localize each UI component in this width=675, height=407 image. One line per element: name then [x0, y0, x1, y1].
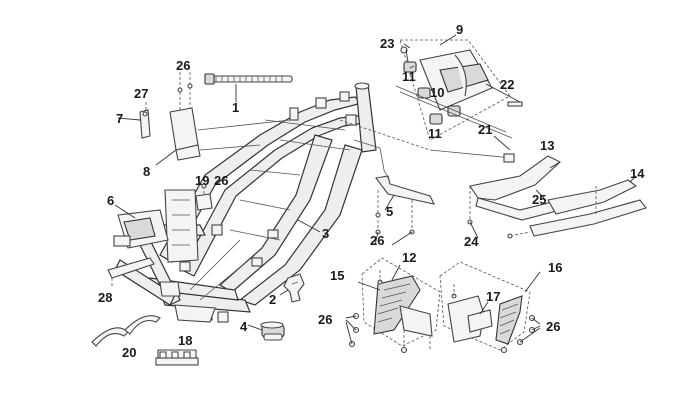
trim-strips: [91, 315, 161, 347]
callout-11-lower: 11: [428, 126, 442, 141]
callout-12: 12: [402, 250, 416, 265]
rear-carrier-bracket: [113, 204, 169, 249]
callout-26-right-footrest: 26: [546, 319, 560, 334]
callout-4: 4: [240, 319, 248, 334]
callout-15: 15: [330, 268, 344, 283]
cable-tie: [204, 73, 293, 102]
callout-28: 28: [98, 290, 112, 305]
callout-13: 13: [540, 138, 554, 153]
callout-3: 3: [322, 226, 329, 241]
callout-7: 7: [116, 111, 123, 126]
callout-2: 2: [269, 292, 276, 307]
callout-24: 24: [464, 234, 479, 249]
callout-22: 22: [500, 77, 514, 92]
callout-26-side: 26: [370, 233, 384, 248]
bracket-19: [195, 183, 213, 211]
grommet: [260, 321, 285, 341]
side-bracket: [353, 139, 436, 235]
callout-1: 1: [232, 100, 239, 115]
footrest-bracket-14: [507, 179, 647, 239]
rear-bar: [107, 257, 155, 288]
callout-14: 14: [630, 166, 645, 181]
upper-bracket-assembly: [139, 72, 291, 161]
engine-hanger-assembly: [339, 39, 523, 163]
callout-26-top: 26: [176, 58, 190, 73]
callout-10: 10: [430, 85, 444, 100]
callout-9: 9: [456, 22, 463, 37]
clip: [283, 273, 305, 303]
footrest-group-right: [439, 261, 536, 354]
callout-17: 17: [486, 289, 500, 304]
wire-clamp: [155, 349, 199, 366]
callout-18: 18: [178, 333, 192, 348]
callout-16: 16: [548, 260, 562, 275]
callout-23: 23: [380, 36, 394, 51]
callout-27: 27: [134, 86, 148, 101]
callout-5: 5: [386, 204, 393, 219]
callout-11-upper: 11: [402, 69, 416, 84]
callout-20: 20: [122, 345, 136, 360]
callout-6: 6: [107, 193, 114, 208]
callout-25: 25: [532, 192, 546, 207]
callout-26-mid: 26: [214, 173, 228, 188]
callout-19: 19: [195, 173, 209, 188]
leader-lines: [117, 34, 637, 345]
callout-26-left-footrest: 26: [318, 312, 332, 327]
callout-21: 21: [478, 122, 492, 137]
main-frame: [114, 82, 377, 323]
footrest-group-left: [348, 257, 441, 354]
callout-8: 8: [143, 164, 150, 179]
callout-labels: 1 2 3 4 5 6 7 8 9 10 11 11 12 13 14 15 1…: [98, 22, 645, 360]
